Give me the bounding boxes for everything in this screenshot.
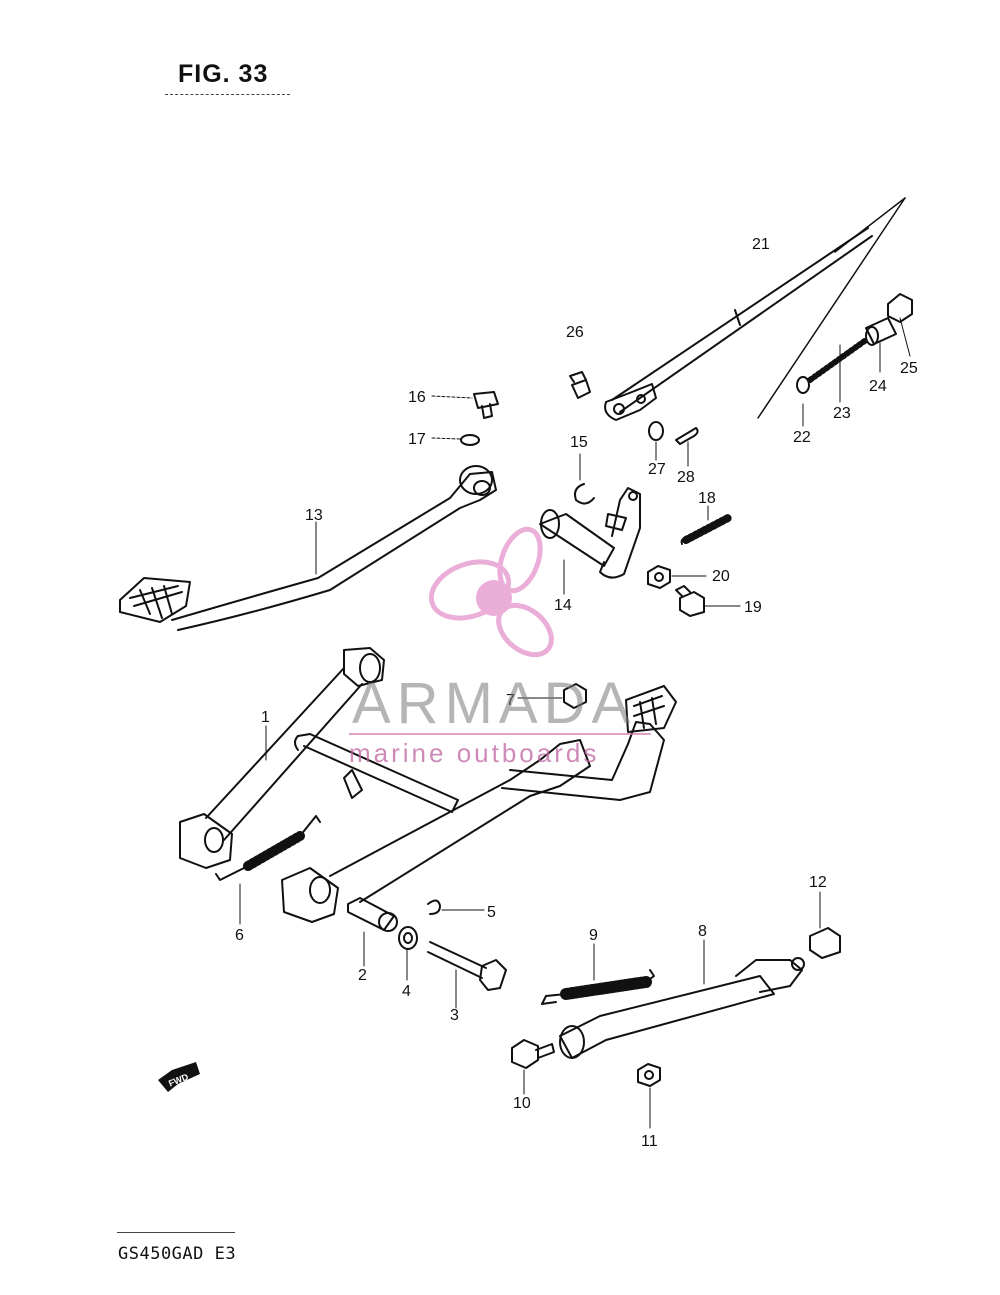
- callout-10: 10: [513, 1095, 531, 1112]
- part-11-nut: [637, 1063, 661, 1087]
- callout-14: 14: [554, 597, 572, 614]
- part-6-spring: [215, 815, 321, 881]
- callout-22: 22: [793, 429, 811, 446]
- callout-19: 19: [744, 599, 762, 616]
- part-19-bolt: [675, 585, 705, 617]
- callout-9: 9: [589, 927, 598, 944]
- part-4-washer: [398, 926, 418, 950]
- part-5-clip: [427, 899, 441, 915]
- watermark-name: ARMADA: [352, 671, 637, 736]
- callout-3: 3: [450, 1007, 459, 1024]
- part-3-bolt: [427, 941, 507, 991]
- callout-11: 11: [641, 1133, 658, 1150]
- model-overline: [117, 1232, 235, 1234]
- part-25-nut: [887, 293, 913, 323]
- callout-24: 24: [869, 378, 887, 395]
- part-7-bushing: [563, 683, 587, 709]
- part-22-washer: [796, 376, 810, 394]
- callout-26: 26: [566, 324, 584, 341]
- callout-1: 1: [261, 709, 270, 726]
- callout-16: 16: [408, 389, 426, 406]
- figure-title: FIG. 33: [178, 60, 269, 88]
- part-21-rod: [604, 197, 906, 421]
- title-underline: [165, 94, 290, 96]
- part-13-brake-pedal: [119, 465, 497, 631]
- part-8-side-stand: [559, 957, 805, 1059]
- callout-18: 18: [698, 490, 716, 507]
- fwd-arrow-icon: [158, 1062, 200, 1092]
- model-label: GS450GAD E3: [118, 1244, 237, 1264]
- callout-15: 15: [570, 434, 588, 451]
- callout-17: 17: [408, 431, 426, 448]
- callout-6: 6: [235, 927, 244, 944]
- part-15-circlip: [574, 483, 595, 505]
- callout-labels: 1 2 3 4 5 6 7 8 9 10 11 12 13 14 15 16 1…: [167, 236, 918, 1150]
- part-14-shaft-lever: [539, 487, 641, 579]
- armada-logo-icon: [428, 526, 554, 658]
- callout-20: 20: [712, 568, 730, 585]
- part-10-bolt: [511, 1039, 555, 1069]
- callout-12: 12: [809, 874, 827, 891]
- callout-23: 23: [833, 405, 851, 422]
- part-20-nut: [647, 565, 671, 589]
- part-16-bolt: [473, 391, 499, 419]
- part-28-cotter-pin: [675, 427, 699, 445]
- callout-4: 4: [402, 983, 411, 1000]
- callout-2: 2: [358, 967, 367, 984]
- part-1-center-stand: [179, 647, 677, 923]
- callout-25: 25: [900, 360, 918, 377]
- part-12-rubber: [809, 927, 841, 959]
- part-17-washer: [460, 434, 480, 446]
- part-27-washer: [648, 421, 664, 441]
- callout-8: 8: [698, 923, 707, 940]
- callout-28: 28: [677, 469, 695, 486]
- part-23-spring: [807, 337, 869, 383]
- part-2-collar: [347, 897, 398, 932]
- watermark-divider: [349, 733, 651, 735]
- part-24-joint: [865, 317, 897, 346]
- callout-27: 27: [648, 461, 666, 478]
- part-9-spring: [541, 969, 655, 1005]
- callout-5: 5: [487, 904, 496, 921]
- part-18-spring: [680, 514, 732, 545]
- callout-21: 21: [752, 236, 770, 253]
- callout-7: 7: [506, 692, 515, 709]
- callout-13: 13: [305, 507, 323, 524]
- watermark-tagline: marine outboards: [349, 738, 600, 768]
- part-26-pin: [569, 371, 591, 399]
